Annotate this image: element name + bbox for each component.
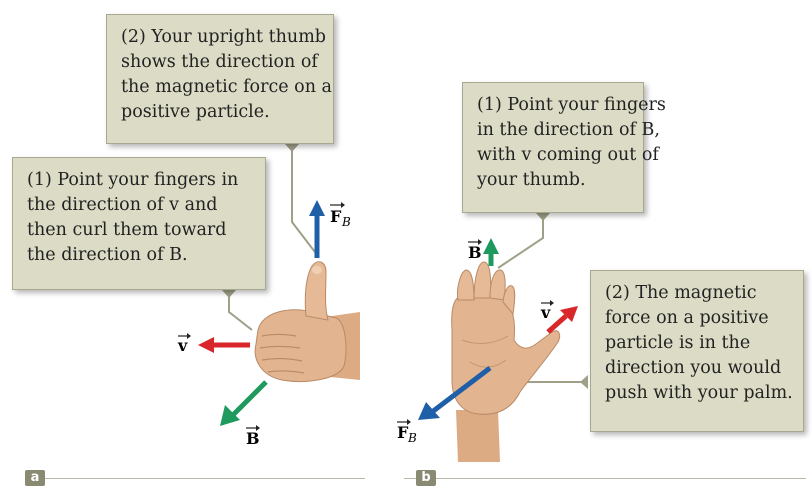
callout-line: shows the direction of	[121, 50, 319, 75]
label-force-a: F B	[330, 202, 351, 229]
callout-line: direction you would	[605, 356, 789, 381]
panel-divider-b	[436, 478, 806, 479]
label-velocity-a: v	[177, 333, 191, 355]
label-field-a: B	[246, 425, 260, 448]
leader-line-a-fingers	[229, 292, 252, 330]
fist-hand-illustration	[255, 262, 360, 382]
callout-line: the magnetic force on a	[121, 75, 319, 100]
leader-line-a-thumb	[292, 146, 318, 256]
callout-line: the direction of v and	[27, 193, 251, 218]
panel-divider-a	[45, 478, 365, 479]
velocity-arrow-b	[548, 306, 578, 332]
svg-text:v: v	[177, 336, 188, 355]
callout-a-thumb: (2) Your upright thumb shows the directi…	[106, 14, 334, 144]
callout-line: (1) Point your fingers	[477, 93, 629, 118]
svg-text:B: B	[246, 429, 260, 448]
svg-text:B: B	[407, 431, 417, 445]
svg-text:B: B	[341, 215, 351, 229]
svg-text:v: v	[540, 303, 551, 322]
callout-b-palm: (2) The magnetic force on a positive par…	[590, 270, 804, 432]
panel-label-a: a	[25, 470, 45, 486]
velocity-arrow-a	[198, 337, 250, 353]
panel-divider-b-left	[404, 478, 416, 479]
label-field-b: B	[468, 239, 482, 262]
label-force-b: F B	[397, 419, 417, 445]
callout-line: (2) The magnetic	[605, 281, 789, 306]
callout-line: then curl them toward	[27, 218, 251, 243]
callout-line: push with your palm.	[605, 381, 789, 406]
force-arrow-a	[309, 200, 325, 258]
field-arrow-a	[220, 382, 266, 426]
callout-line: in the direction of B,	[477, 118, 629, 143]
callout-line: (2) Your upright thumb	[121, 25, 319, 50]
label-velocity-b: v	[540, 300, 554, 322]
callout-line: with v coming out of	[477, 143, 629, 168]
leader-line-b-fingers	[498, 215, 543, 268]
open-hand-illustration	[452, 262, 560, 462]
callout-line: particle is in the	[605, 331, 789, 356]
callout-a-fingers: (1) Point your fingers in the direction …	[12, 157, 266, 290]
callout-line: positive particle.	[121, 100, 319, 125]
svg-text:B: B	[468, 243, 482, 262]
callout-b-fingers: (1) Point your fingers in the direction …	[462, 82, 644, 213]
svg-text:F: F	[330, 207, 342, 226]
callout-line: force on a positive	[605, 306, 789, 331]
callout-line: your thumb.	[477, 168, 629, 193]
callout-line: (1) Point your fingers in	[27, 168, 251, 193]
panel-label-b: b	[416, 470, 436, 486]
callout-line: the direction of B.	[27, 243, 251, 268]
